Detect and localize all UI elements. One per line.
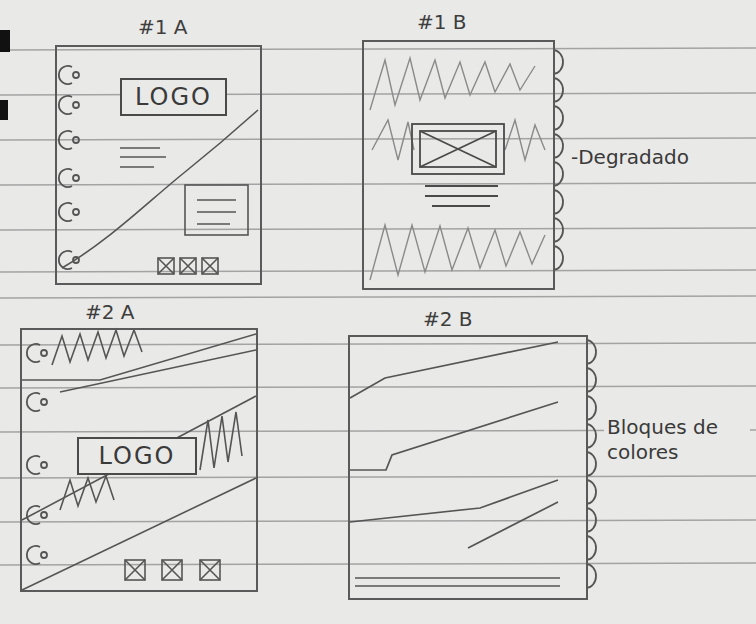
- panel-heading: #2 B: [420, 307, 476, 331]
- cover-sketch-panel: #1 ALOGO: [55, 45, 262, 285]
- logo-box: LOGO: [120, 78, 227, 116]
- logo-text: LOGO: [135, 83, 212, 111]
- logo-box: LOGO: [77, 437, 197, 475]
- cover-1a-sketch: [62, 110, 258, 274]
- ruled-lines: [0, 48, 756, 565]
- spiral-rings: [27, 50, 596, 588]
- gradient-hatching: [370, 58, 545, 280]
- logo-text: LOGO: [99, 442, 176, 470]
- cover-2a-sketch: [20, 330, 256, 590]
- annotation-note: Bloques de colores: [604, 414, 750, 466]
- cover-sketch-panel: #2 ALOGO: [20, 328, 258, 592]
- color-blocks: [350, 342, 560, 586]
- edge-mark: [0, 100, 8, 120]
- cover-sketch-panel: #2 B: [348, 335, 588, 600]
- annotation-note: -Degradado: [568, 144, 692, 171]
- panel-heading: #2 A: [82, 300, 138, 324]
- image-placeholder: [412, 124, 504, 206]
- cover-sketch-panel: #1 B: [362, 40, 555, 290]
- panel-heading: #1 B: [414, 10, 470, 34]
- edge-mark: [0, 30, 10, 52]
- panel-heading: #1 A: [135, 15, 191, 39]
